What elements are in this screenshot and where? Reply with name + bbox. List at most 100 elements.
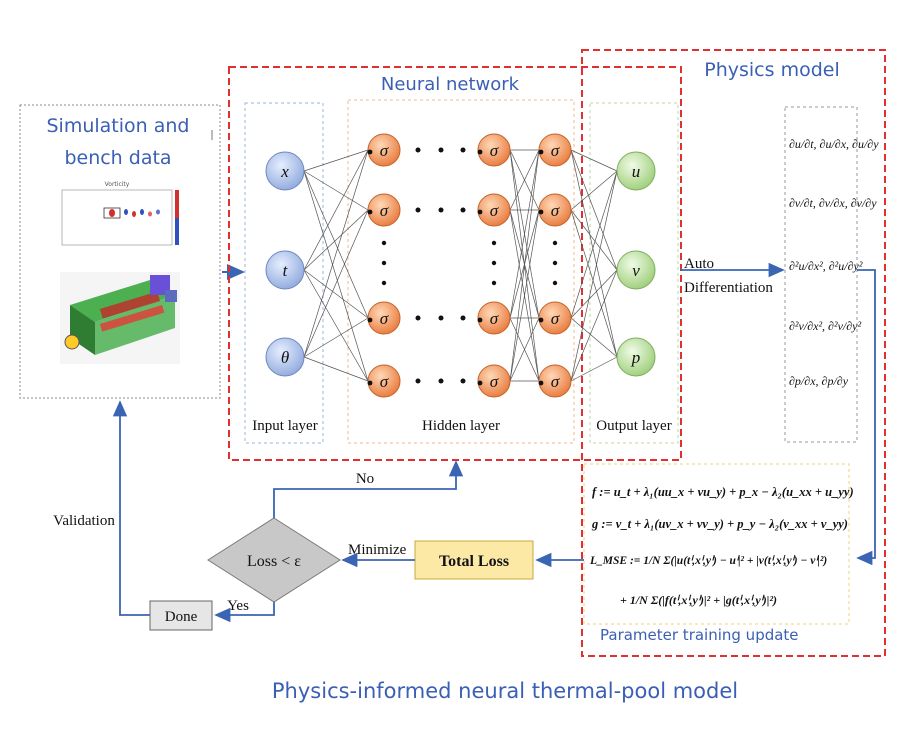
hidden-node-label: σ — [551, 309, 560, 328]
output-node-p-label: p — [631, 348, 641, 367]
yes-label: Yes — [227, 598, 249, 614]
output-node-u: u — [616, 151, 656, 191]
hidden-node: σ — [538, 301, 572, 335]
output-node-u-label: u — [632, 162, 641, 181]
equation-g: g := v_t + λ₁(uv_x + vv_y) + p_y − λ₂(v_… — [591, 517, 848, 531]
hidden-node-label: σ — [551, 372, 560, 391]
derivatives-list: ∂u/∂t, ∂u/∂x, ∂u/∂y ∂v/∂t, ∂v/∂x, ∂v/∂y … — [789, 137, 879, 388]
ellipsis-dots — [381, 147, 558, 384]
output-node-v: v — [616, 250, 656, 290]
hidden-node-label: σ — [380, 201, 389, 220]
network-edge — [303, 209, 369, 271]
total-loss-box — [414, 540, 534, 580]
network-edge — [303, 209, 369, 358]
figure-caption: Physics-informed neural thermal-pool mod… — [272, 679, 738, 703]
input-node-t-label: t — [283, 261, 289, 280]
network-edge — [570, 170, 618, 211]
hidden-node-label: σ — [490, 201, 499, 220]
sim-title-line2: bench data — [64, 147, 171, 169]
hidden-node-label: σ — [490, 141, 499, 160]
decision-label: Loss < ε — [247, 553, 301, 570]
cad-model-image — [60, 272, 180, 364]
vorticity-plot: Vorticity — [61, 181, 179, 246]
network-edge — [509, 209, 540, 382]
input-node-theta-label: θ — [281, 348, 289, 367]
hidden-node-label: σ — [490, 309, 499, 328]
output-layer-label: Output layer — [596, 418, 671, 434]
validation-label: Validation — [53, 513, 115, 529]
hidden-node-label: σ — [380, 372, 389, 391]
network-edge — [303, 170, 369, 382]
output-node-v-label: v — [632, 261, 640, 280]
derivative-v2: ∂²v/∂x², ∂²v/∂y² — [789, 319, 861, 333]
hidden-nodes: σ σ σ σ σ σ σ σ σ σ σ σ — [367, 133, 572, 398]
network-edge — [303, 170, 369, 319]
derivatives-box — [784, 106, 858, 443]
hidden-node-label: σ — [380, 141, 389, 160]
hidden-node: σ — [538, 364, 572, 398]
input-node-t: t — [265, 250, 305, 290]
hidden-node: σ — [538, 193, 572, 227]
network-edge — [303, 269, 369, 319]
neural-network-box — [228, 66, 682, 461]
network-edge — [570, 356, 618, 382]
equation-f: f := u_t + λ₁(uu_x + vu_y) + p_x − λ₂(u_… — [592, 485, 854, 499]
hidden-node-label: σ — [551, 141, 560, 160]
derivative-u2: ∂²u/∂x², ∂²u/∂y² — [789, 259, 863, 273]
equation-loss-line1: L_MSE := 1/N Σ(|u(tⁱ,xⁱ,yⁱ) − uⁱ|² + |v(… — [589, 555, 827, 567]
hidden-node-label: σ — [490, 372, 499, 391]
network-edge — [303, 170, 369, 211]
output-layer-box — [589, 102, 679, 444]
neural-network-title: Neural network — [381, 74, 520, 95]
network-edge — [509, 317, 540, 382]
derivative-u: ∂u/∂t, ∂u/∂x, ∂u/∂y — [789, 137, 879, 151]
network-edge — [570, 170, 618, 319]
parameter-training-label: Parameter training update — [600, 626, 799, 644]
hidden-node: σ — [477, 364, 511, 398]
network-edge — [303, 149, 369, 271]
network-edge — [509, 149, 540, 319]
hidden-node: σ — [367, 364, 401, 398]
hidden-node: σ — [477, 301, 511, 335]
derivative-v: ∂v/∂t, ∂v/∂x, ∂v/∂y — [789, 196, 877, 210]
hidden-node: σ — [538, 133, 572, 167]
done-box — [149, 600, 213, 631]
hidden-node: σ — [477, 133, 511, 167]
equation-loss-line2: + 1/N Σ(|f(tⁱ,xⁱ,yⁱ)|² + |g(tⁱ,xⁱ,yⁱ)|²) — [620, 593, 777, 607]
input-layer-box — [244, 102, 324, 444]
network-edge — [303, 269, 369, 382]
hidden-node-label: σ — [551, 201, 560, 220]
auto-diff-label-line2: Differentiation — [684, 280, 773, 296]
network-edge — [303, 317, 369, 358]
physics-model-title: Physics model — [704, 59, 839, 81]
network-edge — [570, 170, 618, 382]
network-edge — [570, 269, 618, 382]
network-edges — [303, 149, 618, 382]
minimize-label: Minimize — [348, 542, 407, 558]
network-edge — [570, 149, 618, 172]
equations: f := u_t + λ₁(uu_x + vu_y) + p_x − λ₂(u_… — [589, 485, 854, 607]
done-label: Done — [165, 609, 198, 625]
hidden-node: σ — [477, 193, 511, 227]
network-edge — [570, 149, 618, 358]
hidden-node: σ — [367, 301, 401, 335]
input-node-x: x — [265, 151, 305, 191]
hidden-layer-label: Hidden layer — [422, 418, 500, 434]
network-edge — [303, 149, 369, 358]
output-node-p: p — [616, 337, 656, 377]
input-node-theta: θ — [265, 337, 305, 377]
network-edge — [570, 269, 618, 319]
sim-title-line1: Simulation and — [47, 115, 190, 137]
physics-model-box — [581, 49, 886, 657]
derivative-p: ∂p/∂x, ∂p/∂y — [789, 374, 849, 388]
hidden-node: σ — [367, 133, 401, 167]
network-edge — [570, 209, 618, 358]
vorticity-plot-title: Vorticity — [105, 181, 130, 188]
no-label: No — [356, 471, 374, 487]
hidden-node: σ — [367, 193, 401, 227]
hidden-node-label: σ — [380, 309, 389, 328]
network-edge — [509, 149, 540, 211]
network-edge — [509, 149, 540, 382]
